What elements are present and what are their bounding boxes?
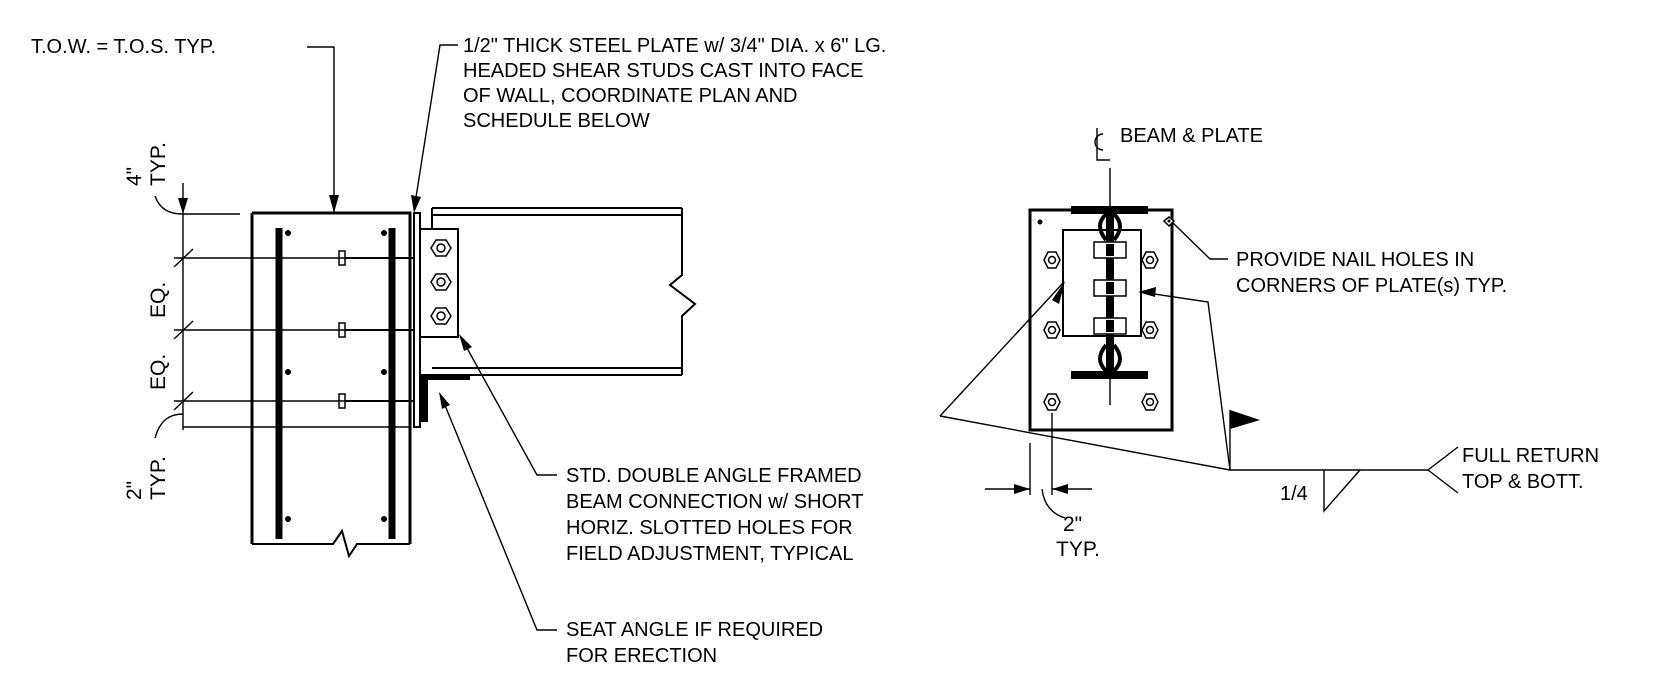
centerline-label: BEAM & PLATE (1120, 125, 1263, 147)
double-angle-clip (419, 228, 459, 338)
nail-note-line1: PROVIDE NAIL HOLES IN (1236, 249, 1474, 271)
dim-2in-value: 2" (123, 481, 146, 500)
weld-size: 1/4 (1280, 483, 1308, 505)
notes: T.O.W. = T.O.S. TYP. 1/2" THICK STEEL PL… (31, 35, 1599, 667)
plate-note-line1: 1/2" THICK STEEL PLATE w/ 3/4" DIA. x 6"… (463, 35, 886, 57)
seat-angle (420, 374, 470, 422)
beam-elevation (431, 207, 697, 376)
plate-edge-dimension (985, 413, 1092, 519)
angle-note-line2: BEAM CONNECTION w/ SHORT (566, 491, 863, 513)
dim-eq-1: EQ. (147, 282, 170, 318)
plate-dim-typ: TYP. (1056, 538, 1100, 561)
left-leaders (307, 44, 557, 631)
embed-plate (338, 212, 421, 428)
wall-break-line (252, 528, 410, 559)
plate-note-line3: OF WALL, COORDINATE PLAN AND (463, 85, 798, 107)
plate-dim-value: 2" (1063, 513, 1082, 536)
angle-note-line3: HORIZ. SLOTTED HOLES FOR (566, 517, 853, 539)
dim-4in-value: 4" (123, 167, 146, 186)
tow-note: T.O.W. = T.O.S. TYP. (31, 36, 216, 58)
beam-break-line (668, 208, 697, 375)
weld-symbol (939, 281, 1459, 513)
dim-2in-typ: TYP. (147, 456, 170, 500)
plate-note-line4: SCHEDULE BELOW (463, 110, 650, 132)
nail-note-line2: CORNERS OF PLATE(s) TYP. (1236, 275, 1507, 297)
plate-clip-bolts (1093, 241, 1127, 335)
angle-note-line1: STD. DOUBLE ANGLE FRAMED (566, 465, 862, 487)
dim-eq-2: EQ. (147, 354, 170, 390)
plate-elevation (1028, 128, 1176, 432)
leader-2in (154, 413, 184, 439)
vertical-dim-labels: 4" TYP. EQ. EQ. 2" TYP. (123, 142, 170, 500)
centerline-symbol (1094, 128, 1110, 161)
seat-note-line1: SEAT ANGLE IF REQUIRED (566, 619, 823, 641)
vertical-dimension (154, 183, 414, 439)
clip-bolts (430, 239, 452, 325)
leader-4in (154, 195, 184, 215)
plate-note-line2: HEADED SHEAR STUDS CAST INTO FACE (463, 60, 863, 82)
weld-note-line1: FULL RETURN (1462, 445, 1599, 467)
dim-4in-typ: TYP. (147, 142, 170, 186)
plate-anchors (1043, 251, 1159, 411)
wall-section (250, 211, 412, 559)
rebar-dots (285, 230, 387, 522)
weld-note-line2: TOP & BOTT. (1462, 471, 1584, 493)
nail-hole-leader (1171, 221, 1228, 260)
seat-note-line2: FOR ERECTION (566, 645, 717, 667)
angle-note-line4: FIELD ADJUSTMENT, TYPICAL (566, 543, 853, 565)
